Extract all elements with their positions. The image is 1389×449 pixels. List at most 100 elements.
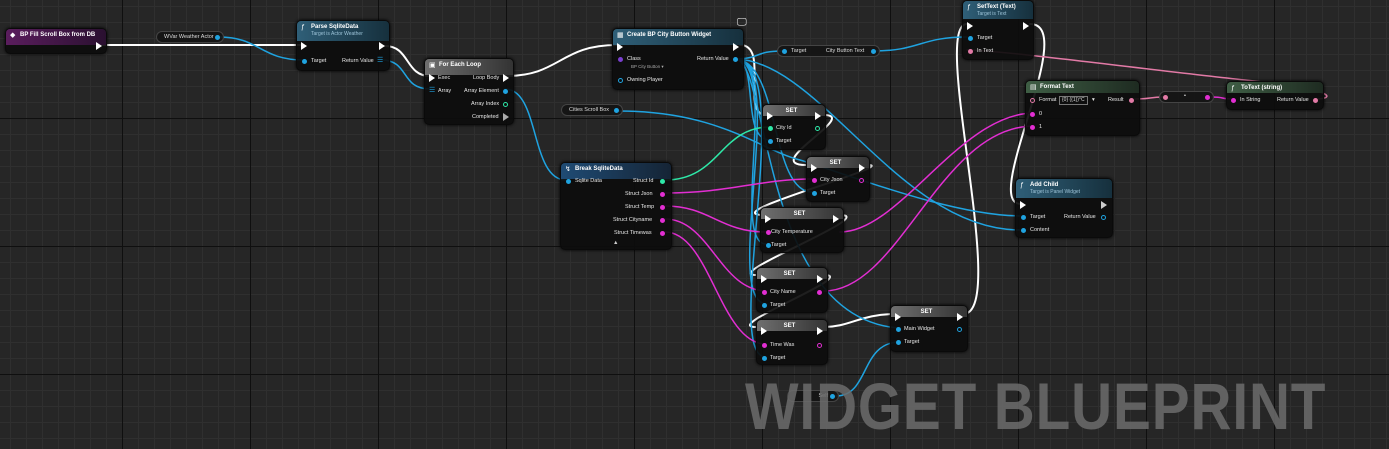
class-value-dropdown[interactable]: BP City Button ▾ xyxy=(631,64,664,69)
create-widget-node[interactable]: ▦ Create BP City Button Widget Class BP … xyxy=(612,28,744,90)
city-name-in-pin[interactable] xyxy=(762,290,767,295)
array-in-pin[interactable]: ☰ xyxy=(429,87,436,94)
set-city-id-node[interactable]: SET City Id Target xyxy=(762,104,826,150)
conversion-out-pin[interactable] xyxy=(1205,95,1210,100)
struct-cityname-out-pin[interactable] xyxy=(660,218,665,223)
exec-in-pin[interactable] xyxy=(429,74,435,82)
return-value-out-pin[interactable] xyxy=(1101,215,1106,220)
struct-json-out-pin[interactable] xyxy=(660,192,665,197)
array-out-pin[interactable]: ☰ xyxy=(377,57,384,64)
target-in-pin[interactable] xyxy=(766,243,771,248)
time-was-out-pin[interactable] xyxy=(817,343,822,348)
totext-string-node[interactable]: ƒ ToText (string) In String Return Value xyxy=(1226,81,1324,110)
exec-in-pin[interactable] xyxy=(765,215,771,223)
set-time-was-node[interactable]: SET Time Was Target xyxy=(756,319,828,365)
city-name-out-pin[interactable] xyxy=(817,290,822,295)
wvar-weather-actor-node[interactable]: WVar Weather Actor xyxy=(156,31,224,43)
text-to-string-conversion-node[interactable]: • xyxy=(1159,91,1214,103)
target-in-pin[interactable] xyxy=(812,191,817,196)
conversion-in-pin[interactable] xyxy=(1163,95,1168,100)
format-text-node[interactable]: ▤ Format Text Format {0} ({1})°C ▾ Resul… xyxy=(1025,80,1140,136)
content-in-pin[interactable] xyxy=(1021,228,1026,233)
exec-out-pin[interactable] xyxy=(957,313,963,321)
city-id-in-pin[interactable] xyxy=(768,126,773,131)
arg-1-in-pin[interactable] xyxy=(1030,125,1035,130)
target-in-pin[interactable] xyxy=(896,340,901,345)
object-out-pin[interactable] xyxy=(614,108,619,113)
object-out-pin[interactable] xyxy=(830,394,835,399)
target-in-pin[interactable] xyxy=(302,59,307,64)
add-child-node[interactable]: ƒ Add Child Target is Panel Widget Targe… xyxy=(1015,178,1113,238)
loop-body-out-pin[interactable] xyxy=(503,74,509,82)
exec-out-pin[interactable] xyxy=(733,43,739,51)
set-main-widget-node[interactable]: SET Main Widget Target xyxy=(890,305,968,352)
target-in-pin[interactable] xyxy=(762,356,767,361)
break-sqlitedata-node[interactable]: ↯ Break SqliteData Sqlite Data Struct Id… xyxy=(560,162,672,250)
main-widget-out-pin[interactable] xyxy=(957,327,962,332)
exec-out-pin[interactable] xyxy=(379,42,385,50)
set-city-temperature-node[interactable]: SET City Temperature Target xyxy=(760,207,844,253)
object-wire xyxy=(617,110,1021,217)
set-city-json-node[interactable]: SET City Json Target xyxy=(806,156,870,202)
result-out-pin[interactable] xyxy=(1129,98,1134,103)
sqlite-data-in-pin[interactable] xyxy=(566,179,571,184)
class-in-pin[interactable] xyxy=(618,57,623,62)
exec-in-pin[interactable] xyxy=(761,327,767,335)
struct-temp-out-pin[interactable] xyxy=(660,205,665,210)
exec-in-pin[interactable] xyxy=(1020,201,1026,209)
settext-node[interactable]: ƒ SetText (Text) Target is Text Target I… xyxy=(962,0,1034,60)
parse-sqlite-node[interactable]: ƒ Parse SqliteData Target is Actor Weath… xyxy=(296,20,390,71)
exec-out-pin[interactable] xyxy=(817,275,823,283)
exec-in-pin[interactable] xyxy=(895,313,901,321)
collapse-arrow-icon[interactable]: ▲ xyxy=(613,240,619,246)
city-button-text-node[interactable]: Target City Button Text xyxy=(777,45,880,57)
target-in-pin[interactable] xyxy=(768,139,773,144)
format-value-field[interactable]: {0} ({1})°C xyxy=(1059,96,1088,105)
exec-in-pin[interactable] xyxy=(761,275,767,283)
format-in-pin[interactable] xyxy=(1030,98,1035,103)
exec-out-pin[interactable] xyxy=(817,327,823,335)
array-element-out-pin[interactable] xyxy=(503,89,508,94)
struct-id-out-pin[interactable] xyxy=(660,179,665,184)
return-value-out-pin[interactable] xyxy=(733,57,738,62)
cities-scroll-box-node[interactable]: Cities Scroll Box xyxy=(561,104,623,116)
event-node-fill-scroll-box[interactable]: ◆ BP Fill Scroll Box from DB xyxy=(5,28,107,54)
city-json-in-pin[interactable] xyxy=(812,178,817,183)
object-out-pin[interactable] xyxy=(871,49,876,54)
completed-out-pin[interactable] xyxy=(503,113,509,121)
city-id-out-pin[interactable] xyxy=(815,126,820,131)
exec-out-pin[interactable] xyxy=(96,42,102,50)
object-out-pin[interactable] xyxy=(215,35,220,40)
in-string-in-pin[interactable] xyxy=(1231,98,1236,103)
target-in-pin[interactable] xyxy=(968,36,973,41)
in-text-in-pin[interactable] xyxy=(968,49,973,54)
self-reference-node[interactable]: Self xyxy=(787,390,839,402)
struct-timewas-out-pin[interactable] xyxy=(660,231,665,236)
city-json-out-pin[interactable] xyxy=(859,178,864,183)
exec-in-pin[interactable] xyxy=(811,164,817,172)
for-each-loop-node[interactable]: ▣ For Each Loop Exec Loop Body ☰ Array A… xyxy=(424,58,514,125)
exec-out-pin[interactable] xyxy=(815,112,821,120)
exec-out-pin[interactable] xyxy=(833,215,839,223)
exec-in-pin[interactable] xyxy=(767,112,773,120)
exec-out-pin[interactable] xyxy=(1101,201,1107,209)
arg-0-in-pin[interactable] xyxy=(1030,112,1035,117)
main-widget-in-pin[interactable] xyxy=(896,327,901,332)
exec-out-pin[interactable] xyxy=(859,164,865,172)
macro-icon: ▣ xyxy=(429,62,436,69)
time-was-in-pin[interactable] xyxy=(762,343,767,348)
exec-in-pin[interactable] xyxy=(967,22,973,30)
return-value-out-pin[interactable] xyxy=(1313,98,1318,103)
owning-player-in-pin[interactable] xyxy=(618,78,623,83)
exec-in-pin[interactable] xyxy=(301,42,307,50)
target-in-pin[interactable] xyxy=(1021,215,1026,220)
format-dropdown-icon[interactable]: ▾ xyxy=(1092,97,1095,103)
city-temperature-in-pin[interactable] xyxy=(766,230,771,235)
target-in-pin[interactable] xyxy=(762,303,767,308)
array-index-out-pin[interactable] xyxy=(503,102,508,107)
set-city-name-node[interactable]: SET City Name Target xyxy=(756,267,828,313)
target-in-pin[interactable] xyxy=(782,49,787,54)
exec-out-pin[interactable] xyxy=(1023,22,1029,30)
exec-in-pin[interactable] xyxy=(617,43,623,51)
